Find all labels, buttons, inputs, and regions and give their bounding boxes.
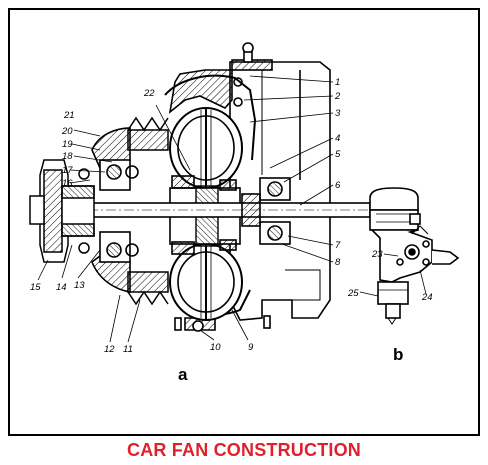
callout-22: 22	[143, 88, 155, 99]
callout-6: 6	[335, 180, 341, 191]
callout-3: 3	[335, 108, 341, 119]
callout-25: 25	[347, 288, 359, 299]
callout-18: 18	[62, 151, 73, 162]
callout-20: 20	[61, 126, 73, 137]
callout-2: 2	[334, 91, 341, 102]
fan-hub	[29, 159, 95, 263]
callout-9: 9	[248, 342, 254, 353]
view-b-thermo-valve	[359, 187, 460, 325]
view-label-a: a	[178, 365, 188, 384]
bearing-housing	[91, 127, 131, 169]
rear-bearing	[241, 177, 291, 245]
callout-7: 7	[335, 240, 341, 251]
callout-13: 13	[74, 280, 85, 291]
callout-11: 11	[123, 344, 133, 355]
callout-14: 14	[56, 282, 67, 293]
callout-15: 15	[30, 282, 41, 293]
callout-8: 8	[335, 257, 341, 268]
view-label-b: b	[393, 345, 403, 364]
figure-caption: CAR FAN CONSTRUCTION	[127, 440, 361, 460]
callout-19: 19	[62, 139, 73, 150]
callout-24: 24	[421, 292, 433, 303]
callout-10: 10	[210, 342, 221, 353]
callout-12: 12	[104, 344, 115, 355]
callout-labels: 1 2 3 4 5 6 7 8 9 10 11 12 13 14 15 16 1…	[30, 77, 433, 355]
callout-16: 16	[62, 178, 73, 189]
callout-21: 21	[63, 110, 75, 121]
callout-4: 4	[335, 133, 340, 144]
callout-23: 23	[371, 249, 383, 260]
callout-5: 5	[335, 149, 341, 160]
drive-pulley	[127, 116, 169, 306]
view-a-section	[29, 42, 371, 343]
callout-17: 17	[62, 165, 73, 176]
callout-1: 1	[335, 77, 340, 88]
